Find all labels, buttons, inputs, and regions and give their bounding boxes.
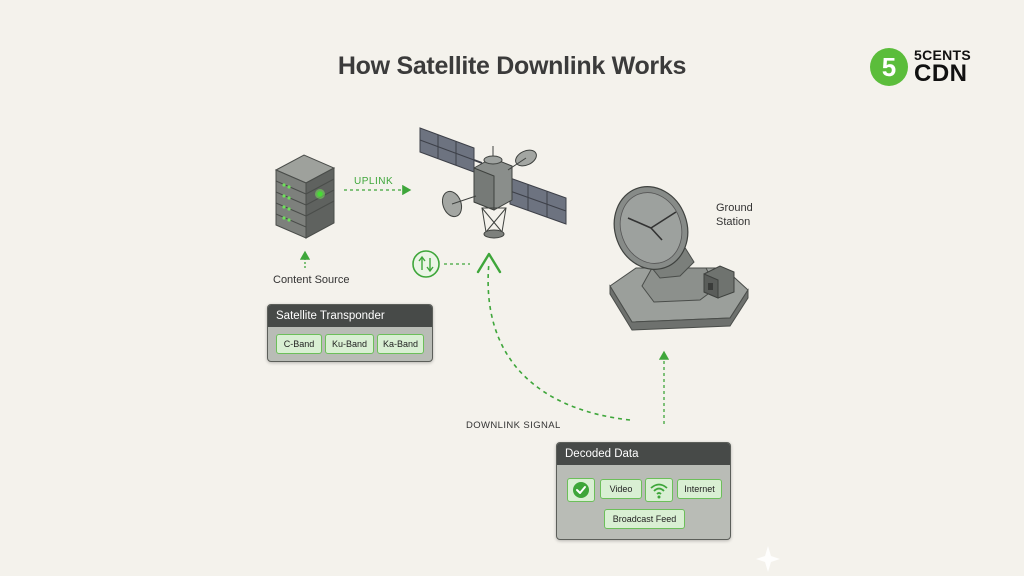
ground-station-label-line2: Station (716, 216, 751, 228)
downlink-signal-label: DOWNLINK SIGNAL (466, 420, 561, 431)
server-icon (274, 154, 336, 239)
decoded-chip-broadcast: Broadcast Feed (604, 509, 685, 529)
sparkle-icon (756, 546, 780, 572)
decoded-chip-internet: Internet (677, 479, 722, 499)
wifi-icon (645, 478, 673, 502)
content-source-label: Content Source (273, 274, 350, 286)
transponder-panel: Satellite Transponder C-Band Ku-Band Ka-… (267, 304, 433, 362)
brand-logo: 5 5CENTS CDN (870, 46, 990, 88)
transfer-icon (412, 250, 440, 278)
band-chip-ka: Ka-Band (377, 334, 424, 354)
ground-dish-icon (609, 186, 749, 331)
checkmark-icon (567, 478, 595, 502)
logo-bottom-text: CDN (914, 60, 968, 87)
downlink-arrowhead (476, 252, 502, 274)
ground-station-label-line1: Ground (716, 202, 753, 214)
band-chip-ku: Ku-Band (325, 334, 374, 354)
decoded-chip-video: Video (600, 479, 642, 499)
decoded-title: Decoded Data (557, 443, 730, 465)
page-title: How Satellite Downlink Works (337, 52, 687, 80)
logo-top-text: 5CENTS (914, 47, 972, 63)
decoded-data-panel: Decoded Data Video Internet Broadcast Fe… (556, 442, 731, 540)
satellite-icon (419, 127, 567, 239)
transponder-title: Satellite Transponder (268, 305, 432, 327)
band-chip-c: C-Band (276, 334, 322, 354)
logo-mark: 5 (870, 48, 908, 86)
uplink-label: UPLINK (354, 176, 394, 187)
downlink-curve (487, 261, 631, 421)
